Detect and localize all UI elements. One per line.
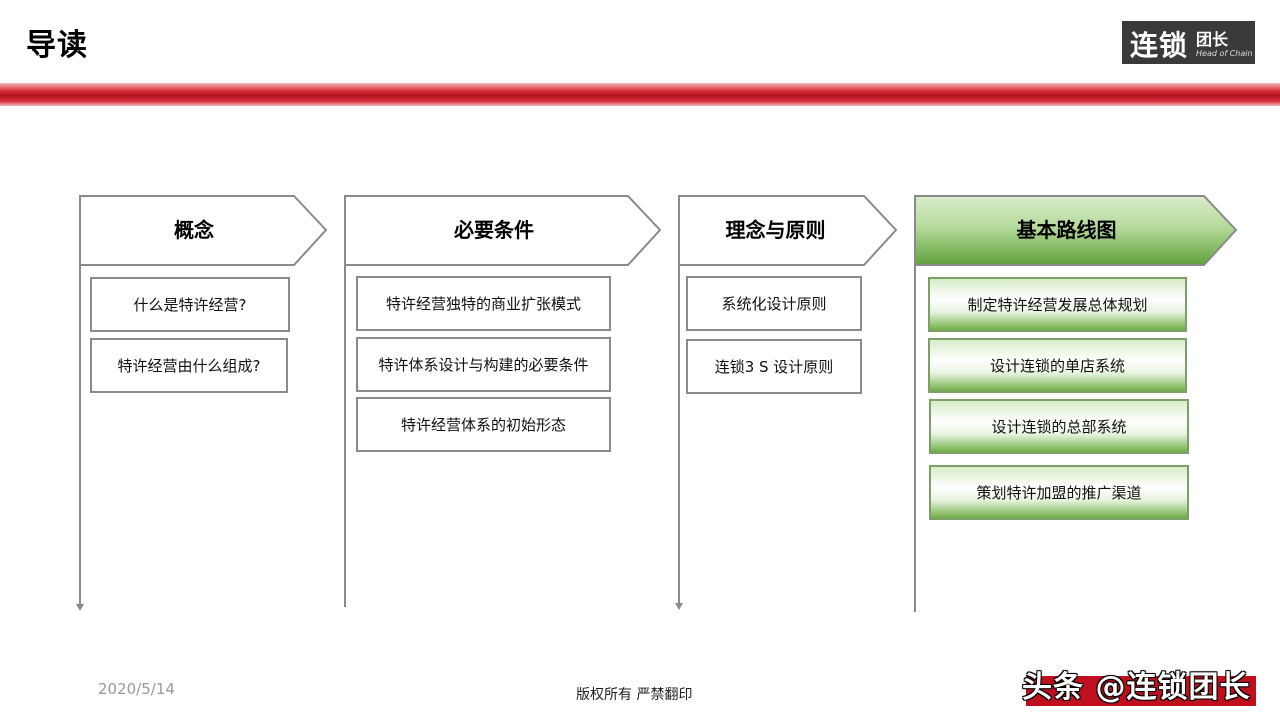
column-1-line: [79, 195, 81, 605]
page-title: 导读: [26, 28, 88, 63]
column-2-line: [344, 195, 346, 607]
logo-main-text: 连锁: [1130, 29, 1189, 62]
column-1-header: 概念: [79, 195, 329, 266]
roadmap-item-2[interactable]: 设计连锁的单店系统: [928, 338, 1187, 393]
column-3-arrow-tip: [675, 603, 683, 610]
logo-sub-text: 团长: [1196, 30, 1229, 49]
roadmap-item-3[interactable]: 设计连锁的总部系统: [929, 399, 1189, 454]
column-2-header-label: 必要条件: [454, 218, 534, 242]
brand-logo: 连锁 团长 Head of Chain: [1122, 21, 1255, 64]
footer-copyright: 版权所有 严禁翻印: [576, 687, 693, 703]
roadmap-item-1[interactable]: 制定特许经营发展总体规划: [928, 277, 1187, 332]
conditions-item-1[interactable]: 特许经营独特的商业扩张模式: [356, 276, 611, 331]
roadmap-item-4[interactable]: 策划特许加盟的推广渠道: [929, 465, 1189, 520]
column-4-line: [914, 195, 916, 612]
footer-red-bar: [1026, 676, 1256, 706]
column-1-header-label: 概念: [174, 218, 214, 242]
column-2-header-shape: [344, 195, 662, 266]
conditions-item-2[interactable]: 特许体系设计与构建的必要条件: [356, 337, 611, 392]
footer-date: 2020/5/14: [98, 680, 175, 698]
concept-item-1[interactable]: 什么是特许经营?: [90, 277, 290, 332]
principles-item-1[interactable]: 系统化设计原则: [686, 276, 862, 331]
logo-english-text: Head of Chain: [1196, 49, 1253, 58]
watermark: 头条 @连锁团长: [1022, 670, 1251, 705]
column-1-header-shape: [79, 195, 328, 266]
column-4-header: 基本路线图: [914, 195, 1240, 266]
column-3-line: [678, 195, 680, 605]
column-2-header: 必要条件: [344, 195, 664, 266]
column-4-header-shape: [914, 195, 1238, 266]
column-1-arrow-tip: [76, 604, 84, 611]
column-3-header-label: 理念与原则: [725, 218, 826, 242]
conditions-item-3[interactable]: 特许经营体系的初始形态: [356, 397, 611, 452]
principles-item-2[interactable]: 连锁3 S 设计原则: [686, 339, 862, 394]
column-3-header-shape: [678, 195, 898, 266]
red-header-band: [0, 83, 1280, 106]
column-3-header: 理念与原则: [678, 195, 900, 266]
column-4-header-label: 基本路线图: [1016, 218, 1117, 242]
concept-item-2[interactable]: 特许经营由什么组成?: [90, 338, 288, 393]
